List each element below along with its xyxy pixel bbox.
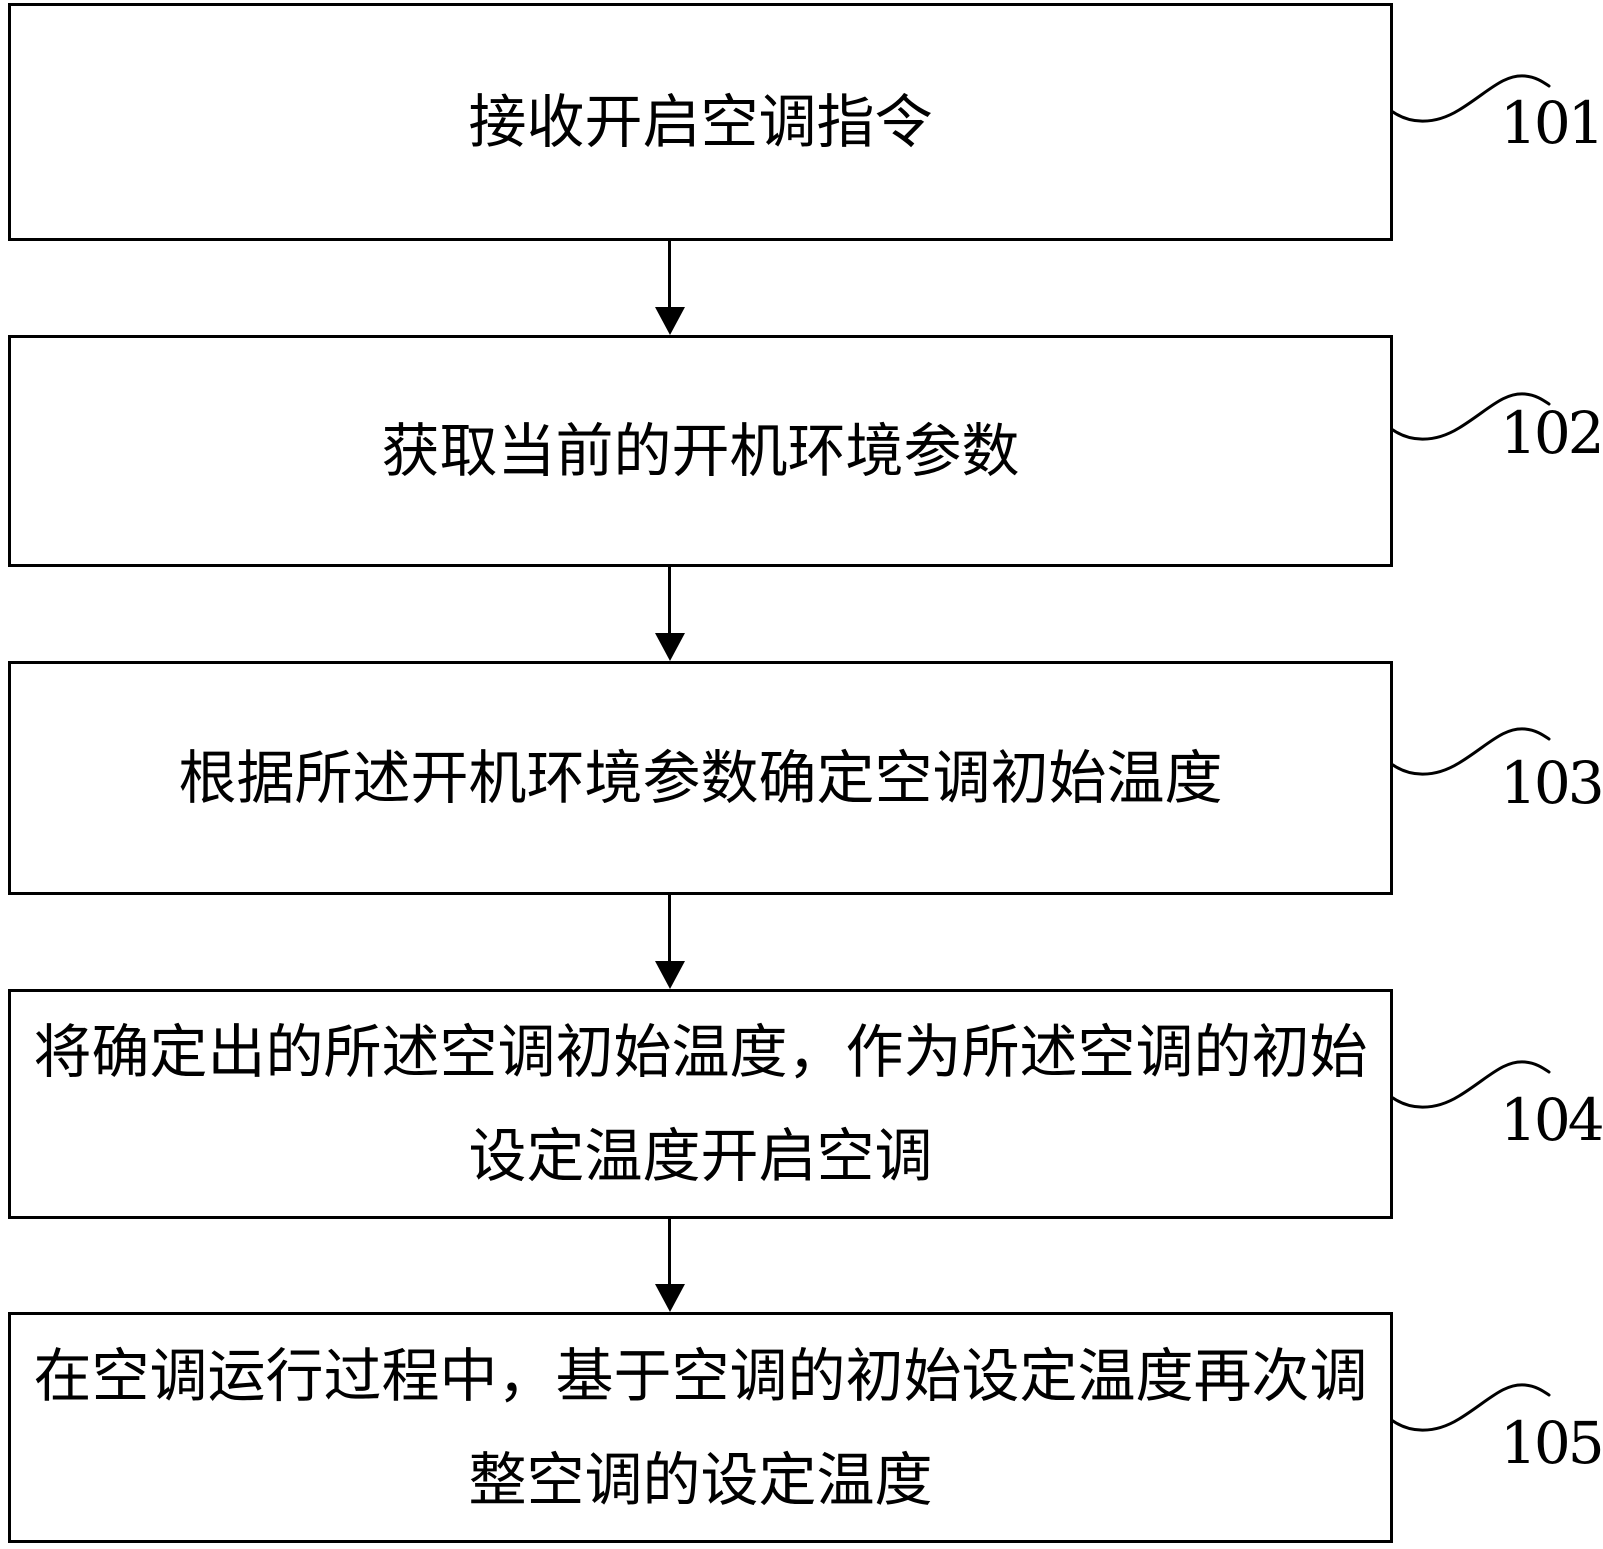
ref-squiggle-101 (1391, 74, 1551, 123)
ref-squiggle-103 (1391, 727, 1551, 776)
arrow-head-icon (655, 961, 685, 989)
ref-number-101: 101 (1500, 89, 1603, 157)
ref-squiggle-105 (1391, 1383, 1551, 1432)
step-101-text: 接收开启空调指令 (468, 88, 933, 156)
arrow-stem (668, 1219, 671, 1286)
arrow-stem (668, 567, 671, 635)
step-105-text: 在空调运行过程中，基于空调的初始设定温度再次调 (33, 1341, 1368, 1410)
flow-step-104-box: 将确定出的所述空调初始温度，作为所述空调的初始 设定温度开启空调 (8, 989, 1393, 1219)
ref-squiggle-102 (1391, 392, 1551, 441)
arrow-head-icon (655, 1284, 685, 1312)
arrow-head-icon (655, 307, 685, 335)
arrow-step2-to-step3 (655, 567, 685, 661)
flow-step-102-box: 获取当前的开机环境参数 (8, 335, 1393, 567)
ref-number-102: 102 (1500, 399, 1603, 467)
step-104-text-line2: 设定温度开启空调 (468, 1122, 933, 1190)
ref-number-103: 103 (1500, 749, 1603, 817)
step-105-text-line2: 整空调的设定温度 (468, 1445, 933, 1514)
arrow-stem (668, 894, 671, 963)
flow-step-105-box: 在空调运行过程中，基于空调的初始设定温度再次调 整空调的设定温度 (8, 1312, 1393, 1543)
arrow-step4-to-step5 (655, 1219, 685, 1312)
step-102-text: 获取当前的开机环境参数 (381, 417, 1020, 485)
flow-step-103-box: 根据所述开机环境参数确定空调初始温度 (8, 661, 1393, 895)
arrow-stem (668, 241, 671, 309)
flow-step-101-box: 接收开启空调指令 (8, 3, 1393, 241)
arrow-step3-to-step4 (655, 894, 685, 989)
arrow-head-icon (655, 633, 685, 661)
step-104-text: 将确定出的所述空调初始温度，作为所述空调的初始 (33, 1018, 1368, 1086)
arrow-step1-to-step2 (655, 241, 685, 335)
ref-number-104: 104 (1500, 1086, 1603, 1154)
ref-number-105: 105 (1500, 1409, 1603, 1477)
ref-squiggle-104 (1391, 1060, 1551, 1109)
step-103-text: 根据所述开机环境参数确定空调初始温度 (178, 744, 1223, 812)
